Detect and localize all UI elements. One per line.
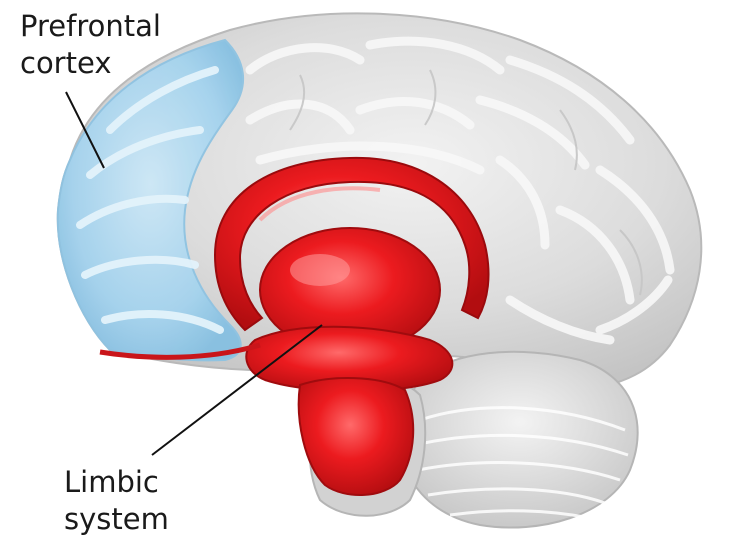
prefrontal-label-line1: Prefrontal [20, 9, 161, 43]
limbic-system-label: Limbic system [64, 464, 169, 538]
prefrontal-label-line2: cortex [20, 46, 112, 80]
cerebellum-folia [414, 406, 629, 520]
prefrontal-gyri [76, 66, 224, 334]
prefrontal-leader-line [65, 91, 105, 169]
cerebrum-sulci [289, 69, 643, 296]
limbic-system [99, 156, 490, 496]
limbic-label-line2: system [64, 502, 169, 536]
limbic-leader-line [151, 324, 323, 456]
prefrontal-cortex-label: Prefrontal cortex [20, 8, 161, 82]
limbic-label-line1: Limbic [64, 465, 159, 499]
